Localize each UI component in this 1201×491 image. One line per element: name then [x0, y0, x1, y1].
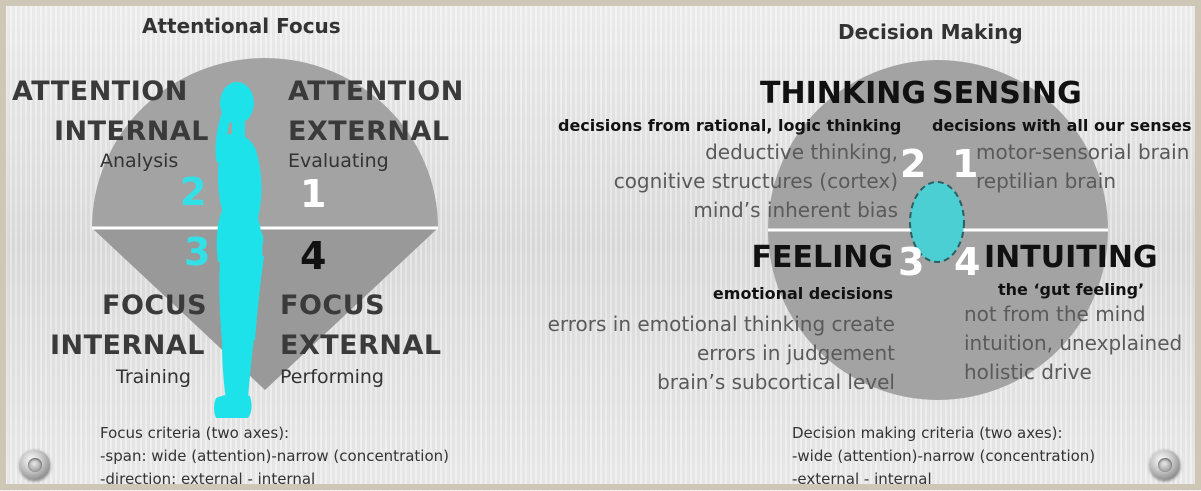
decision-criteria-direction: -external - internal: [792, 470, 932, 488]
sensing-line-2: reptilian brain: [976, 169, 1116, 193]
quadrant-number-1: 1: [300, 172, 327, 216]
thinking-line-2: cognitive structures (cortex): [613, 169, 898, 193]
decision-criteria-width: -wide (attention)-narrow (concentration): [792, 447, 1096, 465]
decision-quadrant-number-1: 1: [952, 142, 979, 186]
sensing-heading: SENSING: [932, 76, 1082, 111]
focus-criteria-text: Focus criteria (two axes): -span: wide (…: [100, 422, 449, 491]
sensing-line-1: motor-sensorial brain: [976, 140, 1190, 164]
center-oval: [909, 181, 965, 263]
decision-criteria-text: Decision making criteria (two axes): -wi…: [792, 422, 1095, 491]
intuiting-subheading: the ‘gut feeling’: [998, 280, 1145, 299]
panel-title-decision-making: Decision Making: [838, 20, 1023, 44]
thinking-line-3: mind’s inherent bias: [693, 198, 898, 222]
decision-quadrant-number-3: 3: [898, 240, 925, 284]
thinking-subheading: decisions from rational, logic thinking: [558, 116, 902, 135]
intuiting-description: not from the mind intuition, unexplained…: [964, 300, 1182, 387]
performing-label: Performing: [280, 366, 384, 388]
feeling-description: errors in emotional thinking create erro…: [548, 310, 895, 397]
focus-external-word2: EXTERNAL: [280, 330, 442, 361]
analysis-label: Analysis: [100, 150, 179, 172]
focus-external-word1: FOCUS: [280, 290, 386, 321]
lower-triangle: [92, 228, 438, 390]
attention-internal-word2: INTERNAL: [54, 116, 209, 147]
feeling-heading: FEELING: [751, 240, 894, 275]
sensing-subheading: decisions with all our senses: [932, 116, 1192, 135]
decision-making-shape: [768, 60, 1108, 400]
intuiting-line-3: holistic drive: [964, 360, 1092, 384]
focus-internal-word1: FOCUS: [102, 290, 208, 321]
focus-internal-word2: INTERNAL: [50, 330, 205, 361]
screw-left-icon: [20, 450, 50, 480]
panel-title-attentional-focus: Attentional Focus: [142, 14, 341, 38]
sensing-description: motor-sensorial brain reptilian brain: [976, 138, 1189, 196]
screw-right-icon: [1150, 450, 1180, 480]
decision-criteria-heading: Decision making criteria (two axes):: [792, 424, 1063, 442]
quadrant-number-4: 4: [300, 234, 327, 278]
focus-external-label: FOCUS EXTERNAL: [280, 286, 442, 366]
thinking-line-1: deductive thinking,: [705, 140, 898, 164]
training-label: Training: [116, 366, 191, 388]
attention-external-word2: EXTERNAL: [288, 116, 450, 147]
attention-internal-label: ATTENTION INTERNAL: [12, 72, 209, 152]
focus-internal-label: FOCUS INTERNAL: [50, 286, 207, 366]
intuiting-line-1: not from the mind: [964, 302, 1146, 326]
feeling-subheading: emotional decisions: [712, 284, 893, 303]
focus-criteria-direction: -direction: external - internal: [100, 470, 316, 488]
feeling-line-2: errors in judgement: [696, 341, 895, 365]
intuiting-heading: INTUITING: [984, 240, 1158, 275]
quadrant-number-3: 3: [184, 230, 211, 274]
upper-half-circle: [92, 58, 438, 228]
focus-criteria-span: -span: wide (attention)-narrow (concentr…: [100, 447, 450, 465]
decision-quadrant-number-4: 4: [954, 240, 981, 284]
focus-criteria-heading: Focus criteria (two axes):: [100, 424, 290, 442]
thinking-description: deductive thinking, cognitive structures…: [614, 138, 898, 225]
thinking-heading: THINKING: [760, 76, 926, 111]
standing-person-figure: [214, 82, 264, 418]
quadrant-number-2: 2: [180, 170, 207, 214]
attention-external-word1: ATTENTION: [288, 76, 464, 107]
evaluating-label: Evaluating: [288, 150, 389, 172]
feeling-line-3: brain’s subcortical level: [657, 370, 895, 394]
attention-external-label: ATTENTION EXTERNAL: [288, 72, 464, 152]
attentional-focus-shape: [92, 58, 438, 418]
intuiting-line-2: intuition, unexplained: [964, 331, 1183, 355]
attention-internal-word1: ATTENTION: [12, 76, 188, 107]
feeling-line-1: errors in emotional thinking create: [547, 312, 895, 336]
decision-quadrant-number-2: 2: [900, 142, 927, 186]
